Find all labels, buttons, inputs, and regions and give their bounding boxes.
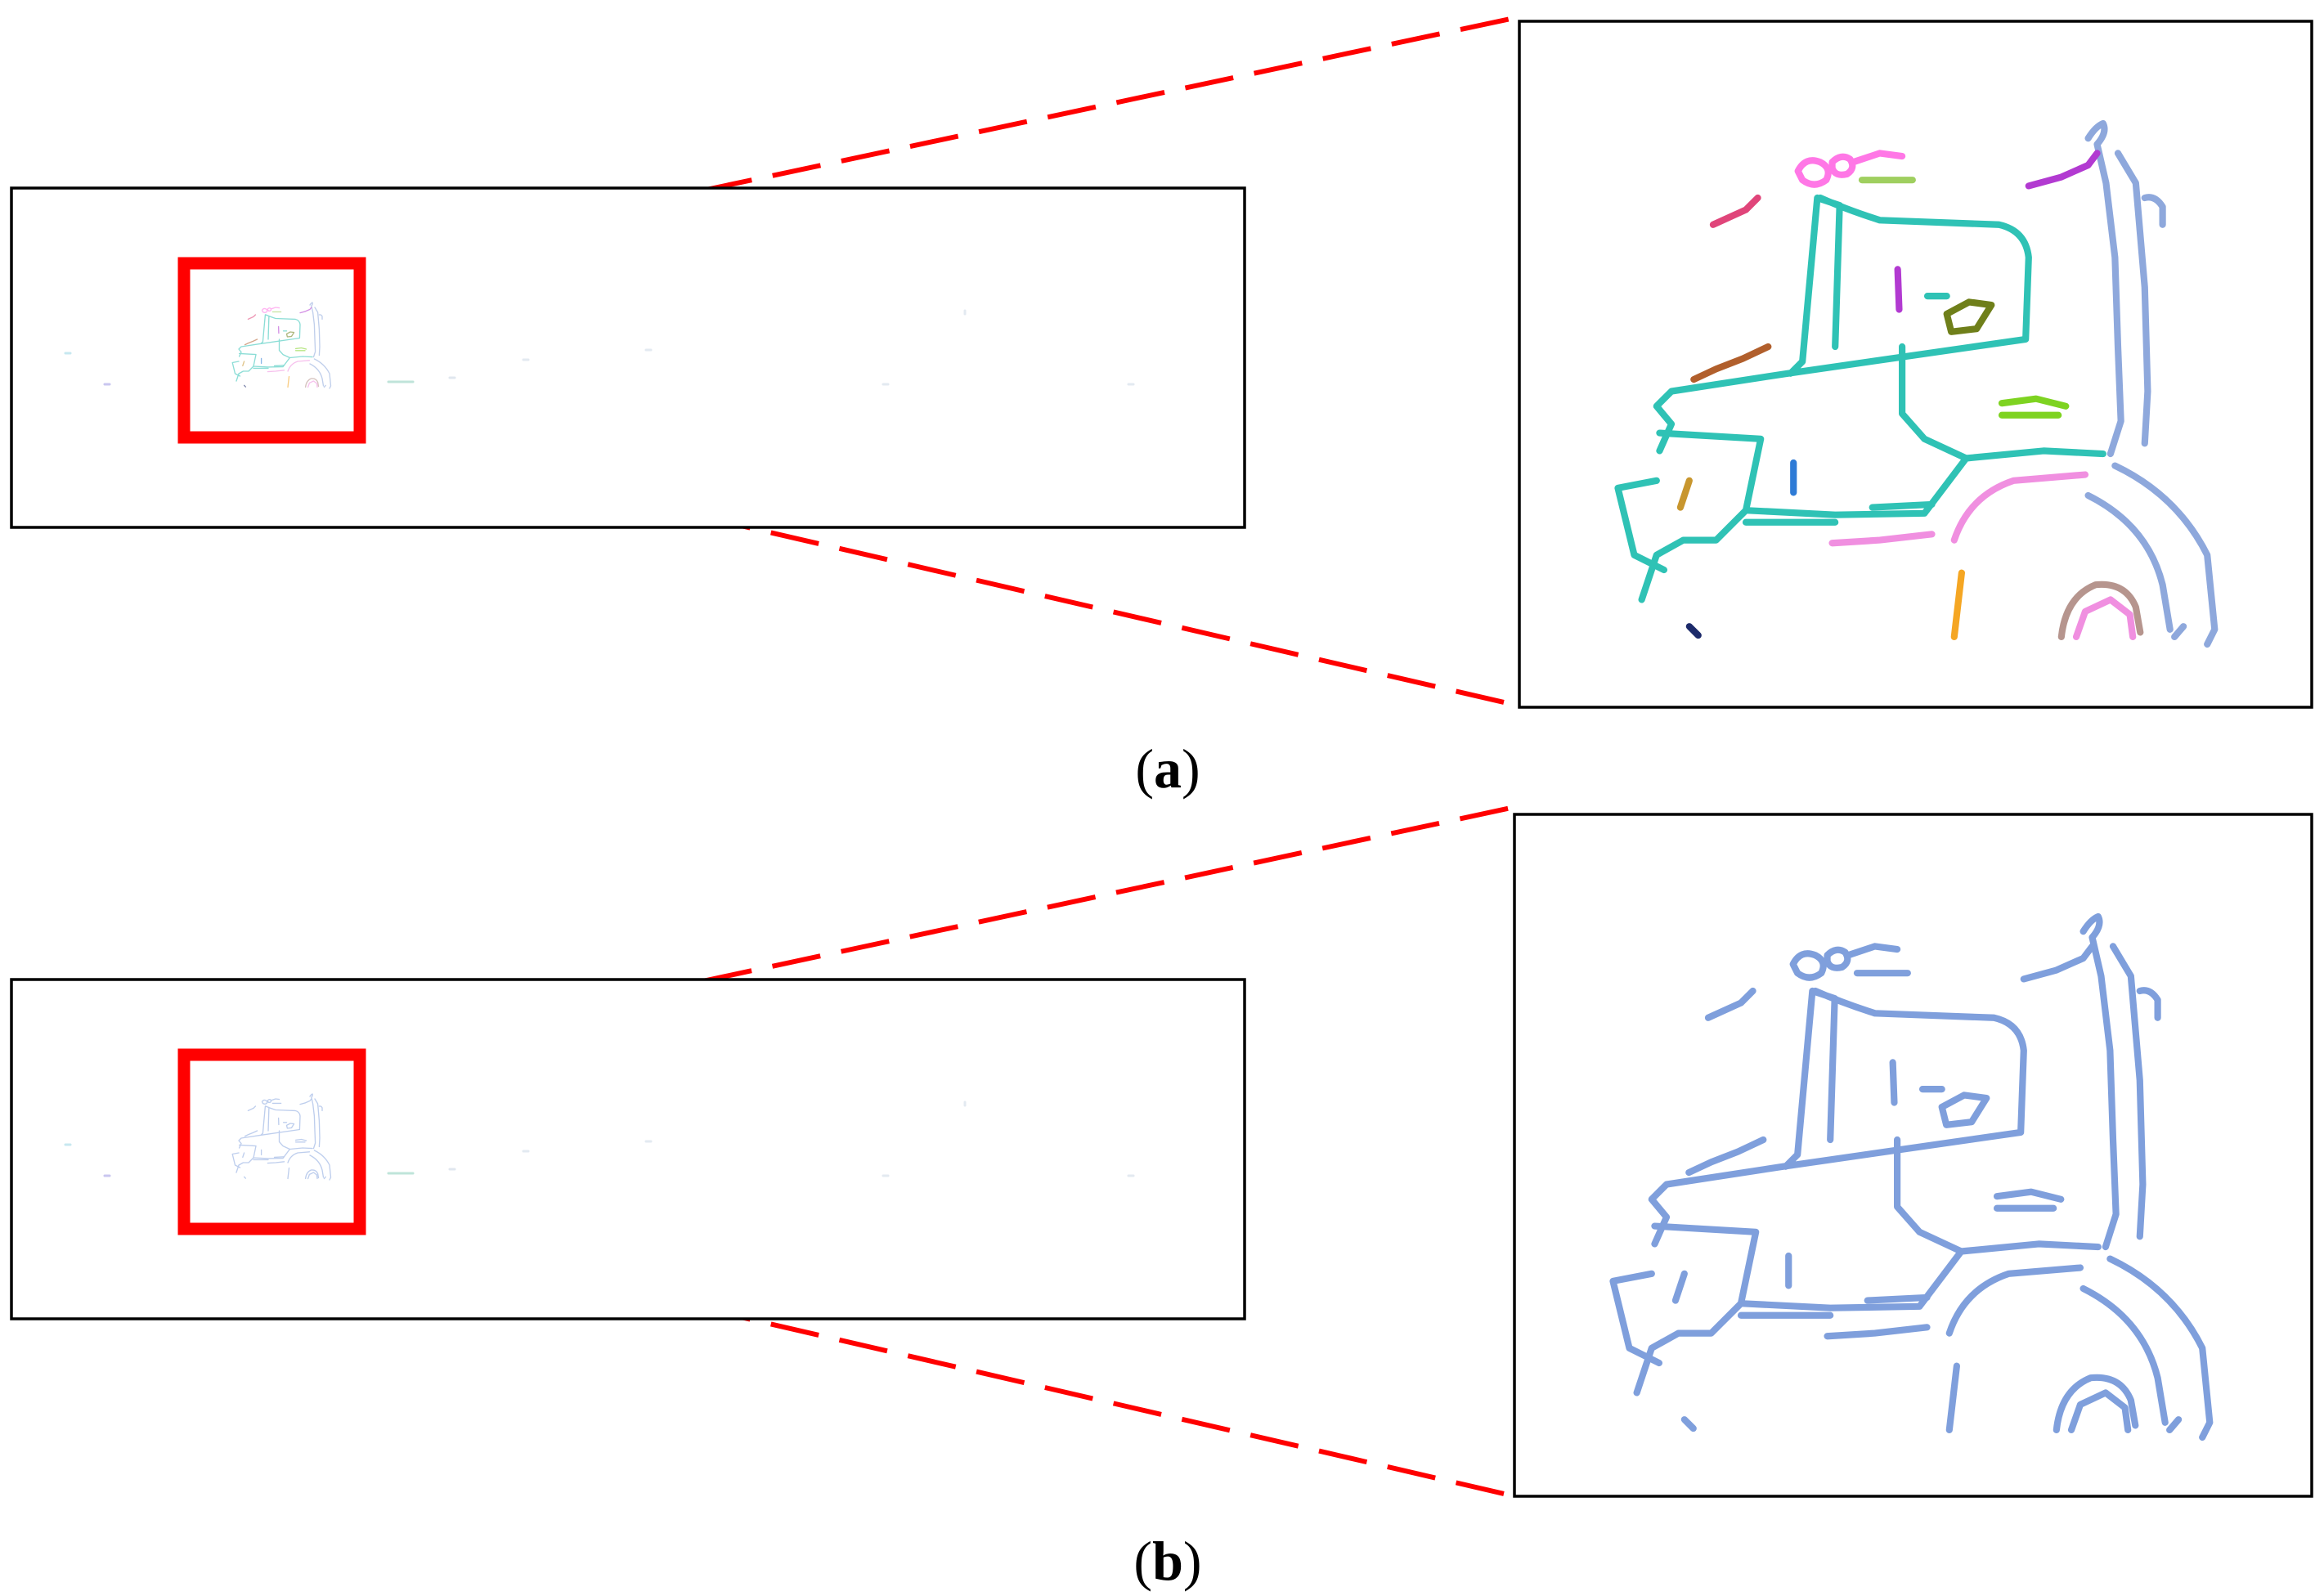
- zoom-line-top-b: [359, 805, 1512, 1057]
- zoom-view-a: [1518, 20, 2313, 709]
- panel-label-b: (b): [1133, 1530, 1201, 1592]
- zoom-line-bottom-a: [359, 435, 1515, 707]
- zoom-line-top-a: [359, 16, 1515, 266]
- highlight-box-a: [177, 257, 366, 444]
- panel-label-a: (a): [1135, 737, 1200, 800]
- zoom-line-bottom-b: [359, 1226, 1512, 1498]
- panel-a: (a): [10, 16, 2313, 800]
- panel-b: (b): [10, 805, 2313, 1592]
- zoom-view-b: [1513, 813, 2313, 1498]
- scene-strip-a: [10, 186, 1246, 529]
- scene-strip-b: [10, 978, 1246, 1320]
- highlight-box-b: [177, 1048, 366, 1235]
